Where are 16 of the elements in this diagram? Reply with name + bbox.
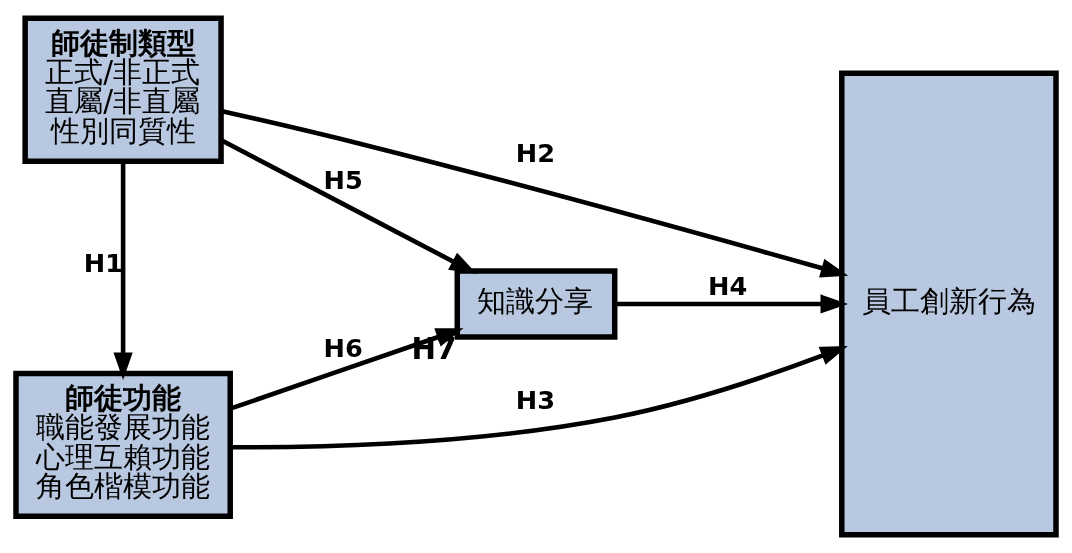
node-box: 員工創新行為 <box>839 70 1059 538</box>
arrow <box>229 328 464 411</box>
node-box: 知識分享 <box>454 268 618 340</box>
node-box: 師徒功能 職能發展功能 心理互賴功能 角色楷模功能 <box>13 370 233 520</box>
arrow <box>614 294 849 314</box>
edge-label: H4 <box>708 271 748 302</box>
arrow <box>230 345 848 450</box>
arrow <box>113 161 133 380</box>
edge-label: H6 <box>323 333 363 364</box>
node-box: 師徒制類型 正式/非正式 直屬/非直屬 性別同質性 <box>22 15 224 164</box>
edge-label: H2 <box>515 137 556 168</box>
arrow <box>220 108 849 278</box>
edge-label: H5 <box>323 164 363 195</box>
edge-label: H3 <box>515 384 556 415</box>
arrow <box>220 138 477 275</box>
edge-label: H1 <box>83 248 124 279</box>
